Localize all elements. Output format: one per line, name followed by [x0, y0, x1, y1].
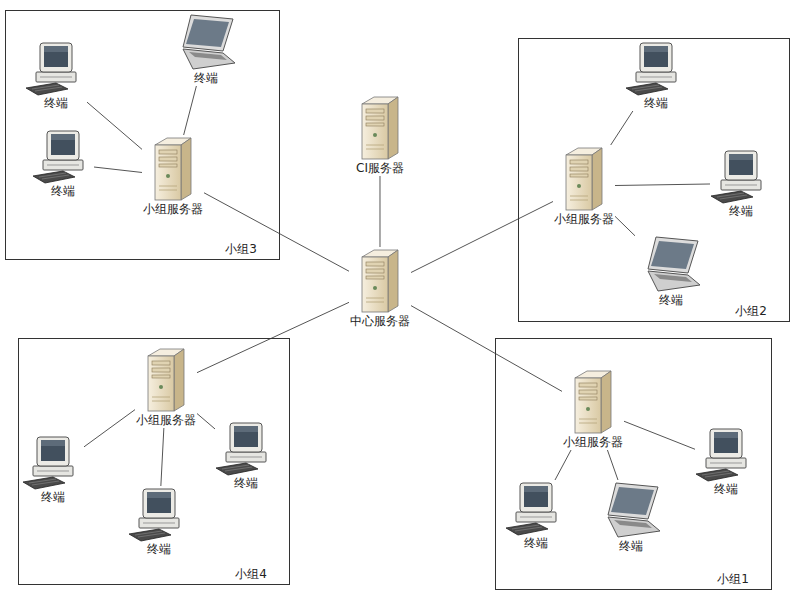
network-link	[411, 306, 562, 392]
node-label: 终端	[44, 96, 68, 110]
group-label: 小组2	[735, 304, 767, 318]
terminal-node: 终端	[23, 435, 83, 504]
node-label: 终端	[619, 539, 643, 553]
node-label: 终端	[234, 476, 258, 490]
group-box: 小组3终端终端终端小组服务器	[5, 10, 280, 260]
terminal-node: 终端	[506, 481, 566, 550]
network-link	[184, 86, 197, 135]
terminal-desktop	[216, 421, 276, 476]
terminal-laptop	[596, 481, 666, 539]
group-box: 小组4小组服务器终端终端终端	[18, 338, 290, 585]
network-link	[161, 428, 164, 486]
network-link	[84, 410, 135, 447]
server-node: 小组服务器	[554, 146, 614, 226]
node-label: 终端	[659, 293, 683, 307]
server-node: CI服务器	[356, 95, 404, 175]
terminal-laptop	[171, 13, 241, 71]
node-label: 终端	[194, 71, 218, 85]
network-link	[607, 450, 618, 480]
group-box: 小组1小组服务器终端终端终端	[495, 338, 772, 590]
terminal-desktop	[26, 41, 86, 96]
terminal-node: 终端	[26, 41, 86, 110]
terminal-desktop	[129, 487, 189, 542]
terminal-desktop	[626, 41, 686, 96]
terminal-node: 终端	[216, 421, 276, 490]
network-link	[611, 111, 633, 145]
node-label: 小组服务器	[136, 413, 196, 427]
terminal-node: 终端	[171, 13, 241, 85]
terminal-node: 终端	[33, 129, 93, 198]
network-link	[379, 176, 380, 247]
terminal-node: 终端	[696, 427, 756, 496]
network-link	[87, 102, 142, 149]
network-link	[615, 216, 635, 236]
server-node: 中心服务器	[350, 248, 410, 328]
node-label: 小组服务器	[143, 202, 203, 216]
server-icon	[571, 369, 615, 435]
node-label: 终端	[147, 542, 171, 556]
terminal-laptop	[636, 235, 706, 293]
group-label: 小组1	[717, 572, 749, 586]
node-label: 终端	[714, 482, 738, 496]
terminal-desktop	[696, 427, 756, 482]
network-link	[411, 202, 553, 273]
node-label: 终端	[524, 536, 548, 550]
server-icon	[358, 248, 402, 314]
server-icon	[358, 95, 402, 161]
terminal-desktop	[33, 129, 93, 184]
node-label: 终端	[41, 490, 65, 504]
terminal-desktop	[506, 481, 566, 536]
group-box: 小组2终端小组服务器终端终端	[518, 38, 790, 322]
terminal-node: 终端	[129, 487, 189, 556]
terminal-desktop	[23, 435, 83, 490]
node-label: 终端	[729, 204, 753, 218]
terminal-node: 终端	[636, 235, 706, 307]
node-label: CI服务器	[356, 161, 404, 175]
network-link	[624, 421, 695, 449]
terminal-node: 终端	[596, 481, 666, 553]
node-label: 中心服务器	[350, 314, 410, 328]
server-node: 小组服务器	[143, 136, 203, 216]
terminal-node: 终端	[711, 149, 771, 218]
node-label: 小组服务器	[563, 435, 623, 449]
network-link	[615, 184, 710, 186]
server-node: 小组服务器	[136, 347, 196, 427]
server-icon	[562, 146, 606, 212]
server-node: 小组服务器	[563, 369, 623, 449]
group-label: 小组3	[225, 242, 257, 256]
node-label: 终端	[51, 184, 75, 198]
server-icon	[144, 347, 188, 413]
node-label: 终端	[644, 96, 668, 110]
group-label: 小组4	[235, 567, 267, 581]
server-icon	[151, 136, 195, 202]
network-link	[94, 167, 142, 172]
node-label: 小组服务器	[554, 212, 614, 226]
terminal-desktop	[711, 149, 771, 204]
terminal-node: 终端	[626, 41, 686, 110]
network-link	[197, 414, 215, 429]
network-link	[555, 450, 571, 480]
